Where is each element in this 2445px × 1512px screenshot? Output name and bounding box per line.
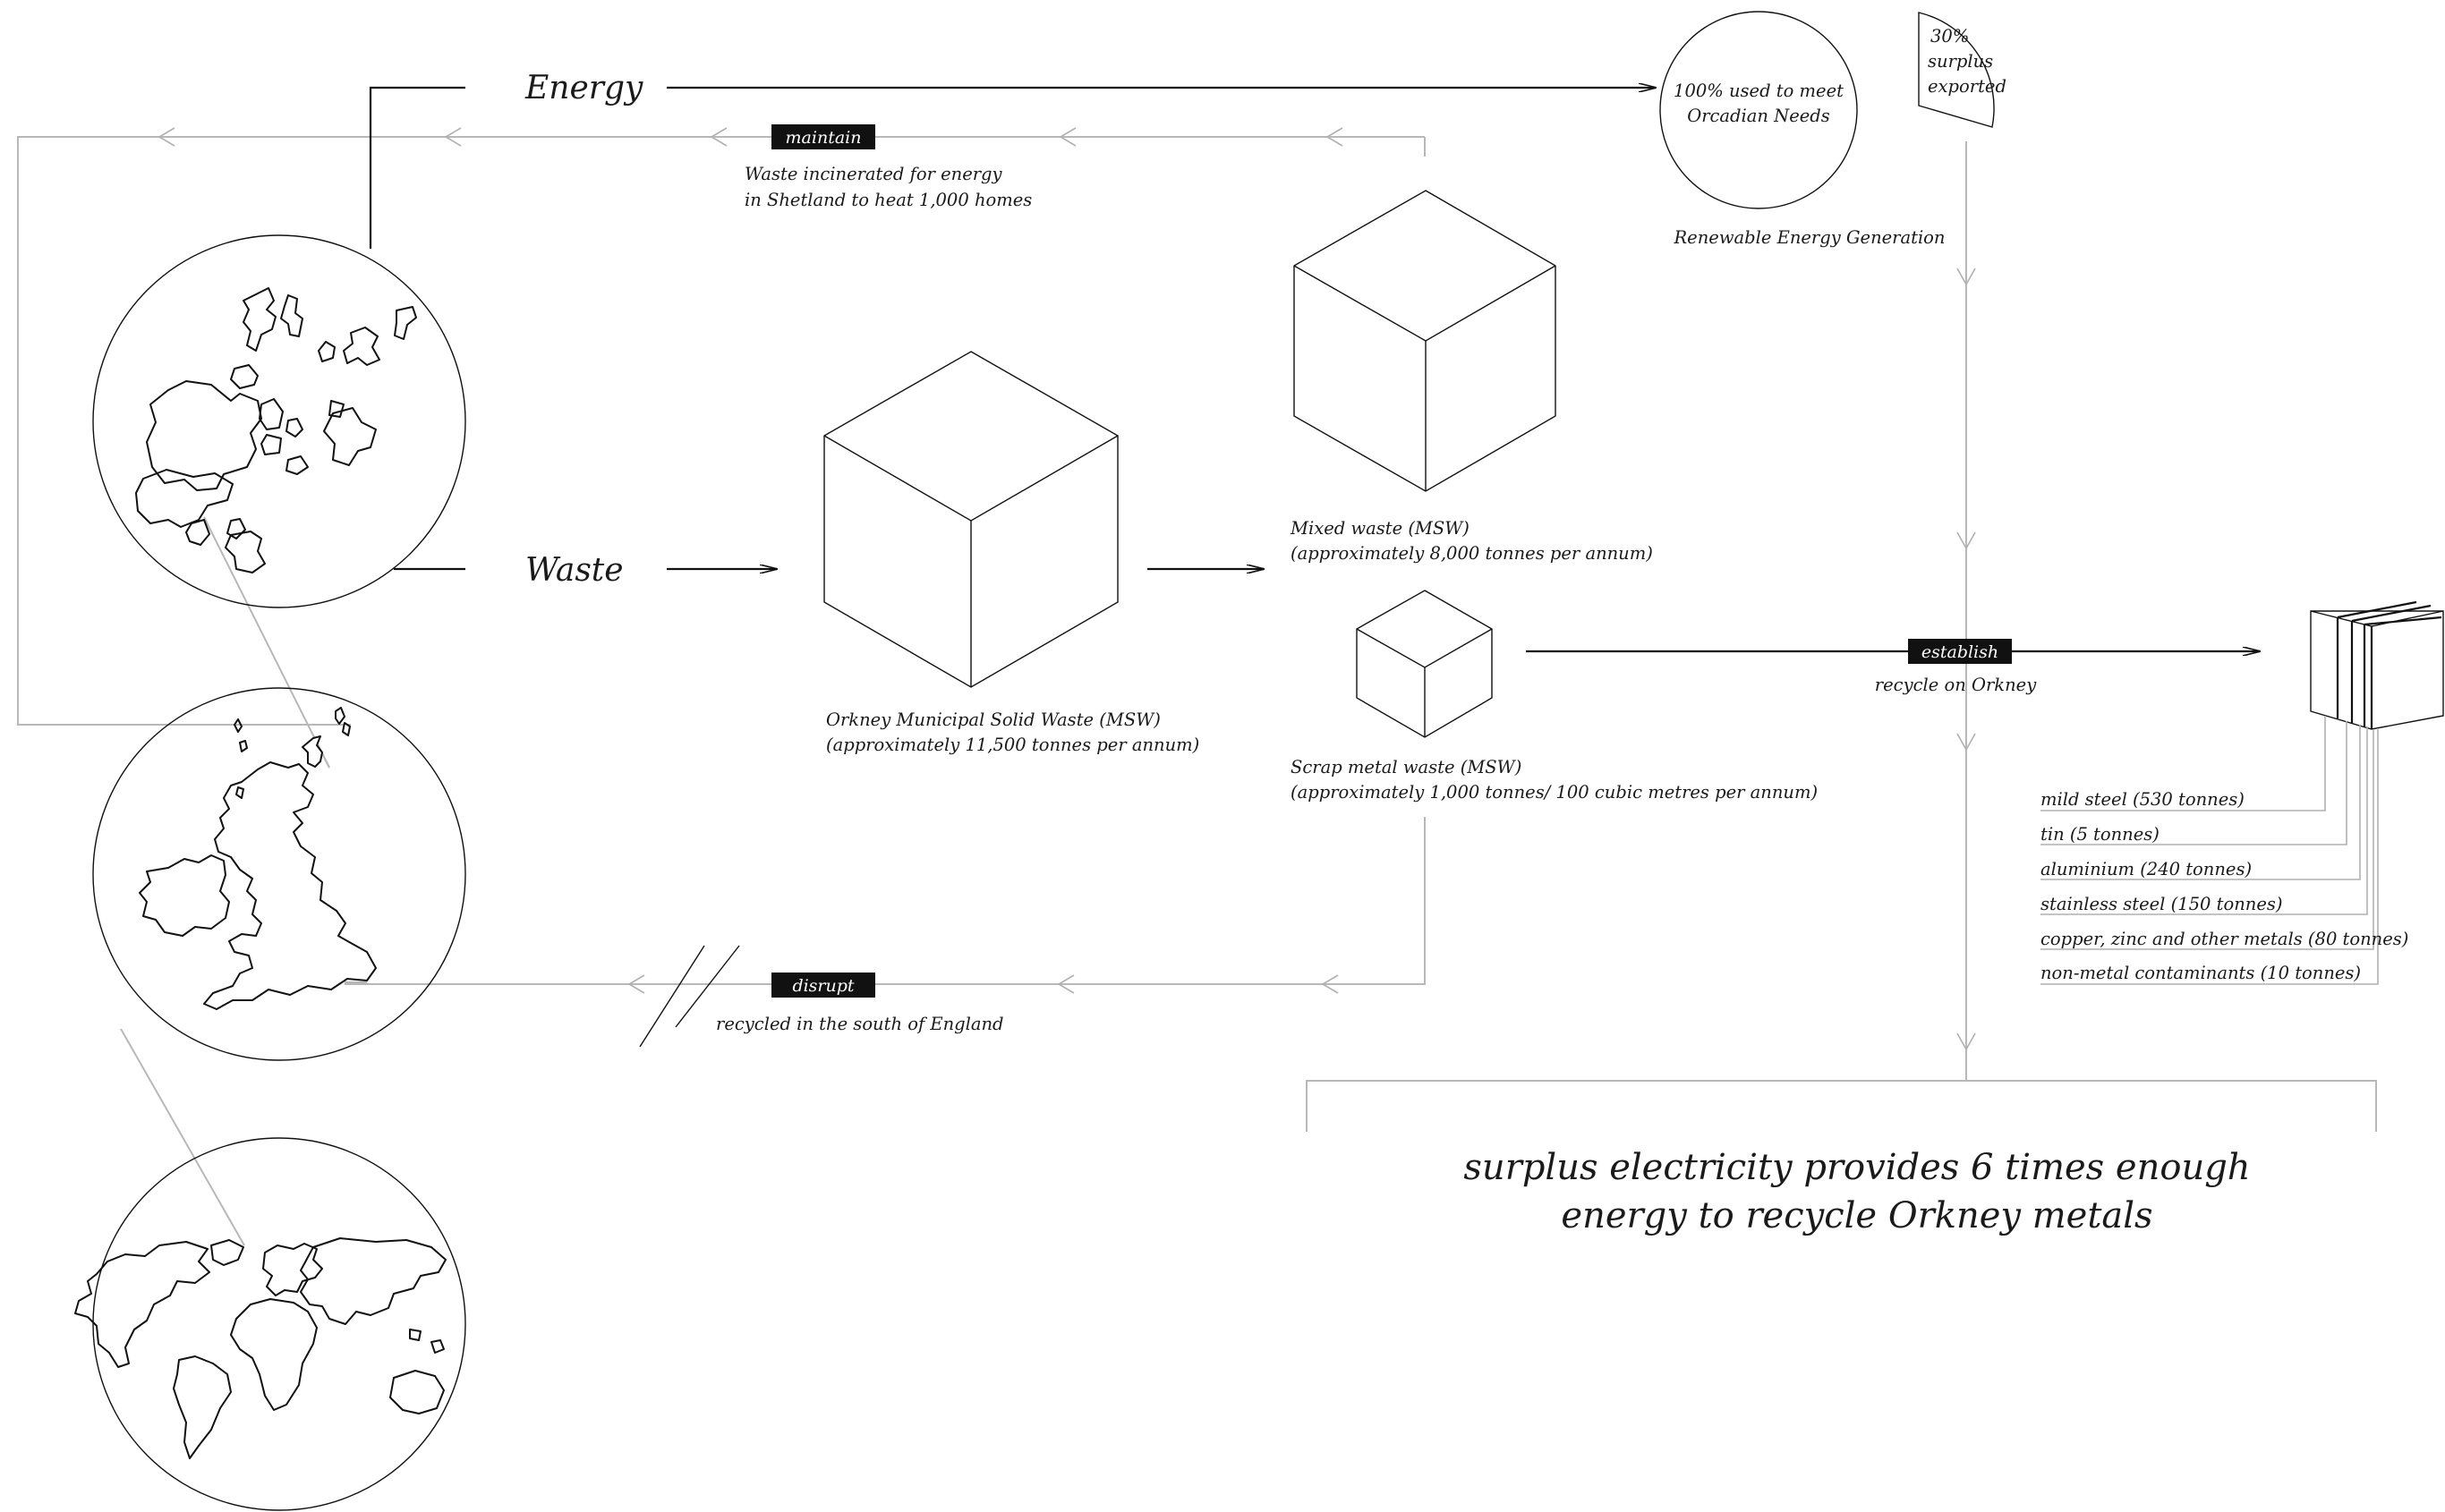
maintain-tag: maintain xyxy=(771,124,875,149)
waste-label: Waste xyxy=(525,552,624,589)
energy-flow xyxy=(369,88,1656,249)
orkney-recycle-caption: recycle on Orkney xyxy=(1875,675,2037,695)
england-caption: recycled in the south of England xyxy=(716,1014,1004,1034)
scrap-metal-caption-2: (approximately 1,000 tonnes/ 100 cubic m… xyxy=(1291,782,1818,803)
shetland-caption-1: Waste incinerated for energy xyxy=(745,164,1003,184)
orkney-msw-caption-2: (approximately 11,500 tonnes per annum) xyxy=(826,735,1199,755)
surplus-text-1: 30% xyxy=(1930,26,1969,47)
mixed-waste-caption-1: Mixed waste (MSW) xyxy=(1290,518,1470,539)
renewable-caption: Renewable Energy Generation xyxy=(1674,227,1946,248)
energy-label: Energy xyxy=(524,70,643,106)
renewable-energy-generation: 100% used to meet Orcadian Needs 30% sur… xyxy=(1659,11,2006,248)
renewable-vertical-flow xyxy=(1956,141,1976,1081)
metal-leaders xyxy=(2040,716,2379,985)
scrap-metal-caption-1: Scrap metal waste (MSW) xyxy=(1291,757,1521,777)
conclusion-line-1: surplus electricity provides 6 times eno… xyxy=(1463,1147,2250,1188)
metal-item: non-metal contaminants (10 tonnes) xyxy=(2040,963,2361,983)
conclusion-line-2: energy to recycle Orkney metals xyxy=(1561,1195,2152,1236)
surplus-text-2: surplus xyxy=(1928,51,1993,72)
orkney-map-globe xyxy=(92,234,466,608)
surplus-text-3: exported xyxy=(1928,76,2006,97)
shetland-caption-2: in Shetland to heat 1,000 homes xyxy=(745,190,1032,210)
metals-breakdown-cube xyxy=(2310,600,2444,730)
disrupt-tag: disrupt xyxy=(771,973,875,998)
metal-item: aluminium (240 tonnes) xyxy=(2040,859,2252,879)
renewable-circle-text-1: 100% used to meet xyxy=(1674,81,1844,101)
mixed-waste-caption-2: (approximately 8,000 tonnes per annum) xyxy=(1291,543,1653,564)
metal-item: mild steel (530 tonnes) xyxy=(2040,789,2245,810)
conclusion-bracket xyxy=(1306,1080,2377,1132)
scrap-metal-cube xyxy=(1356,590,1493,738)
shetland-return-loop xyxy=(17,127,1426,726)
metal-item: tin (5 tonnes) xyxy=(2040,824,2160,845)
metal-list: mild steel (530 tonnes) tin (5 tonnes) a… xyxy=(2040,789,2408,983)
world-map-globe xyxy=(74,1137,466,1511)
uk-map-globe xyxy=(92,687,466,1061)
svg-text:maintain: maintain xyxy=(786,128,862,148)
orkney-msw-caption-1: Orkney Municipal Solid Waste (MSW) xyxy=(826,709,1161,730)
svg-text:disrupt: disrupt xyxy=(792,976,854,996)
disrupt-break-mark xyxy=(639,945,740,1048)
england-return-loop xyxy=(345,817,1426,994)
establish-tag: establish xyxy=(1908,639,2012,664)
metal-item: copper, zinc and other metals (80 tonnes… xyxy=(2040,929,2408,949)
orkney-msw-cube xyxy=(823,351,1119,688)
mixed-waste-cube xyxy=(1293,190,1556,492)
globe-leader-lines xyxy=(120,516,367,1246)
svg-text:establish: establish xyxy=(1921,642,1998,662)
renewable-circle-text-2: Orcadian Needs xyxy=(1687,106,1830,126)
metal-item: stainless steel (150 tonnes) xyxy=(2040,894,2283,914)
